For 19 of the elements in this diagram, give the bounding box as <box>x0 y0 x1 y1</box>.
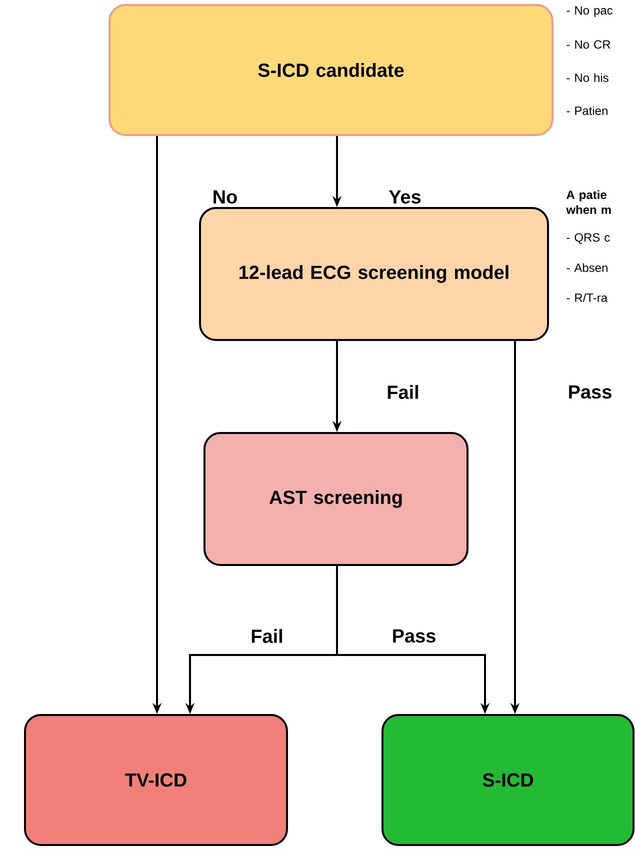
process-box: AST screening <box>204 432 468 566</box>
note-text: - Absen <box>566 263 608 272</box>
note-text: - No CR <box>566 40 610 49</box>
edge-label: No <box>211 189 239 205</box>
process-box: 12-lead ECG screening model <box>199 207 549 341</box>
process-box: S-ICD <box>382 714 634 846</box>
edge-label: Fail <box>250 628 284 644</box>
note-text: - No his <box>566 73 608 82</box>
edge-label: Yes <box>388 189 422 205</box>
note-text: - Patien <box>566 106 608 116</box>
process-box: TV-ICD <box>24 714 288 846</box>
edge-label: Pass <box>390 628 438 644</box>
edge-label: Fail <box>386 384 420 400</box>
edge-label: Pass <box>566 384 614 400</box>
note-text: - R/T-ra <box>566 293 608 302</box>
note-text: - No pac <box>566 6 613 17</box>
process-box: S-ICD candidate <box>108 4 554 136</box>
note-text: A patie when m <box>566 190 611 214</box>
note-text: - QRS c <box>566 233 610 244</box>
